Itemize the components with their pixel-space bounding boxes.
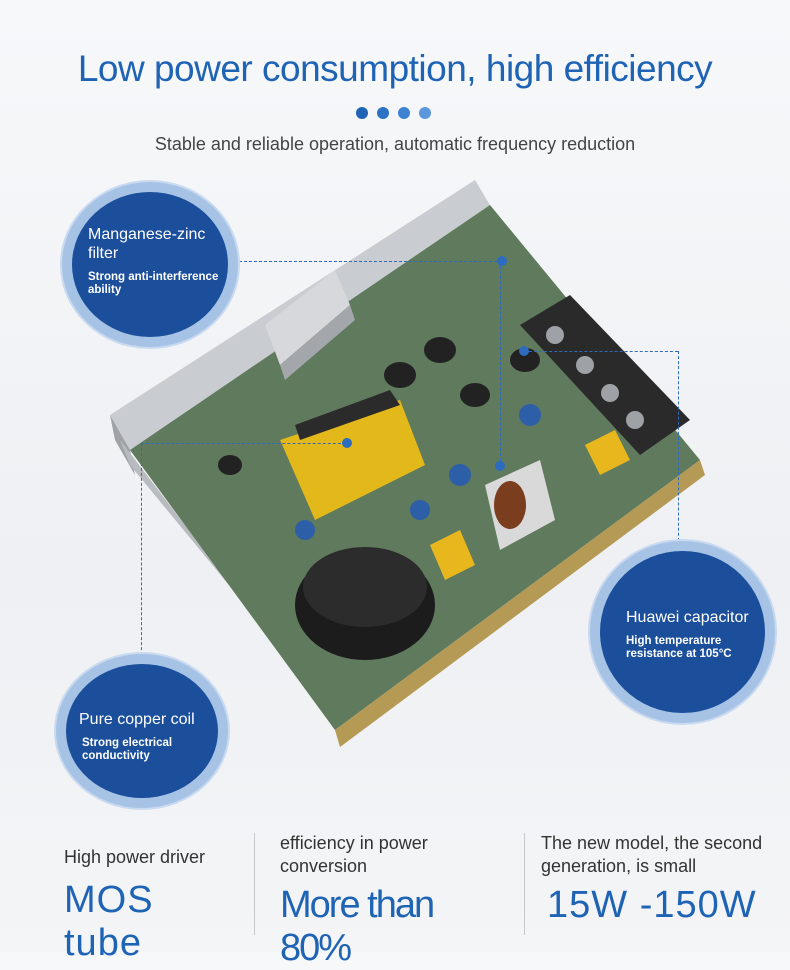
dot-1 xyxy=(356,107,368,119)
leader-capacitor-v xyxy=(678,351,679,556)
stat-efficiency-label: efficiency in power conversion xyxy=(280,833,428,876)
stat-efficiency-value: More than 80% xyxy=(280,884,435,969)
page-subtitle: Stable and reliable operation, automatic… xyxy=(154,134,636,154)
callout-filter-title: Manganese-zinc filter xyxy=(88,226,206,262)
stat-range: The new model, the second generation, is… xyxy=(541,832,776,927)
stat-mos-value: MOS tube xyxy=(64,879,154,964)
leader-coil-h xyxy=(141,443,346,444)
leader-choke-v xyxy=(500,261,501,466)
stat-mos-label: High power driver xyxy=(64,847,206,867)
callout-coil-title: Pure copper coil xyxy=(79,711,195,728)
callout-filter: Manganese-zinc filter Strong anti-interf… xyxy=(72,192,228,337)
callout-capacitor-title: Huawei capacitor xyxy=(626,609,749,626)
dot-3 xyxy=(398,107,410,119)
callout-capacitor: Huawei capacitor High temperature resist… xyxy=(600,551,765,713)
leader-filter xyxy=(224,261,502,262)
page-title: Low power consumption, high efficiency xyxy=(77,48,713,89)
stat-range-label: The new model, the second generation, is… xyxy=(541,833,763,876)
leader-capacitor-h xyxy=(524,351,678,352)
title-dots xyxy=(356,107,431,119)
divider-2 xyxy=(524,833,525,935)
leader-dot-filter xyxy=(497,256,507,266)
divider-1 xyxy=(254,833,255,935)
callout-coil: Pure copper coil Strong electrical condu… xyxy=(66,664,218,798)
leader-dot-coil xyxy=(342,438,352,448)
callout-capacitor-desc: High temperature resistance at 105°C xyxy=(626,635,732,660)
leader-dot-capacitor xyxy=(519,346,529,356)
dot-2 xyxy=(377,107,389,119)
leader-coil-v xyxy=(141,443,142,665)
stat-range-value: 15W -150W xyxy=(547,884,757,926)
power-supply-image xyxy=(100,175,710,755)
dot-4 xyxy=(419,107,431,119)
stat-mos: High power driver MOS tube xyxy=(64,846,239,965)
leader-dot-choke xyxy=(495,461,505,471)
stat-efficiency: efficiency in power conversion More than… xyxy=(280,832,480,970)
callout-filter-desc: Strong anti-interference ability xyxy=(88,271,219,296)
callout-coil-desc: Strong electrical conductivity xyxy=(82,737,173,762)
